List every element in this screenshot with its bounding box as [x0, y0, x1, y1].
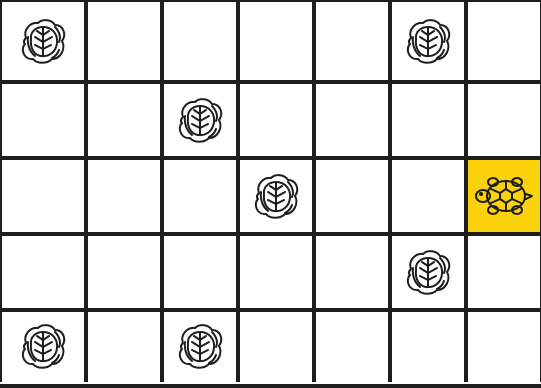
grid-line-horizontal — [0, 0, 541, 2]
turtle-icon — [474, 172, 534, 220]
board-cell[interactable] — [162, 234, 238, 310]
board-cell[interactable] — [162, 310, 238, 382]
board-cell[interactable] — [390, 234, 466, 310]
grid-line-vertical — [236, 0, 240, 382]
cabbage-icon — [17, 15, 69, 67]
cabbage-icon — [174, 320, 226, 372]
board-cell[interactable] — [314, 0, 390, 82]
cabbage-icon — [250, 170, 302, 222]
grid-line-horizontal — [0, 308, 541, 312]
board-cell[interactable] — [86, 234, 162, 310]
board-cell[interactable] — [86, 0, 162, 82]
grid-line-vertical — [84, 0, 88, 382]
board-cell[interactable] — [86, 310, 162, 382]
board-cell[interactable] — [390, 158, 466, 234]
board-cell[interactable] — [238, 310, 314, 382]
cabbage-icon — [174, 94, 226, 146]
board-cell[interactable] — [238, 158, 314, 234]
grid-line-horizontal — [0, 156, 541, 160]
board-cell[interactable] — [162, 158, 238, 234]
board-cell[interactable] — [314, 158, 390, 234]
board-cell[interactable] — [0, 0, 86, 82]
board-cell[interactable] — [466, 310, 541, 382]
board-cell[interactable] — [466, 158, 541, 234]
board-cell[interactable] — [86, 82, 162, 158]
board-cell[interactable] — [390, 310, 466, 382]
grid-line-vertical — [388, 0, 392, 382]
board-cell[interactable] — [314, 310, 390, 382]
grid-line-vertical — [160, 0, 164, 382]
cabbage-icon — [17, 320, 69, 372]
grid-line-horizontal — [0, 384, 541, 388]
board-cell[interactable] — [314, 82, 390, 158]
grid-line-horizontal — [0, 232, 541, 236]
board-cell[interactable] — [0, 310, 86, 382]
grid-line-vertical — [0, 0, 2, 382]
cabbage-icon — [402, 246, 454, 298]
board-cell[interactable] — [238, 234, 314, 310]
board-cell[interactable] — [314, 234, 390, 310]
board-cell[interactable] — [0, 158, 86, 234]
board-cell[interactable] — [162, 0, 238, 82]
board-cell[interactable] — [390, 0, 466, 82]
board-cell[interactable] — [0, 234, 86, 310]
grid-line-horizontal — [0, 80, 541, 84]
grid-line-vertical — [312, 0, 316, 382]
board-cell[interactable] — [466, 234, 541, 310]
grid-line-vertical — [464, 0, 468, 382]
board-cell[interactable] — [466, 0, 541, 82]
board-cell[interactable] — [466, 82, 541, 158]
board-cell[interactable] — [0, 82, 86, 158]
cabbage-icon — [402, 15, 454, 67]
board-cell[interactable] — [238, 82, 314, 158]
board-cell[interactable] — [162, 82, 238, 158]
board-cell[interactable] — [238, 0, 314, 82]
board-cell[interactable] — [390, 82, 466, 158]
board-cell[interactable] — [86, 158, 162, 234]
